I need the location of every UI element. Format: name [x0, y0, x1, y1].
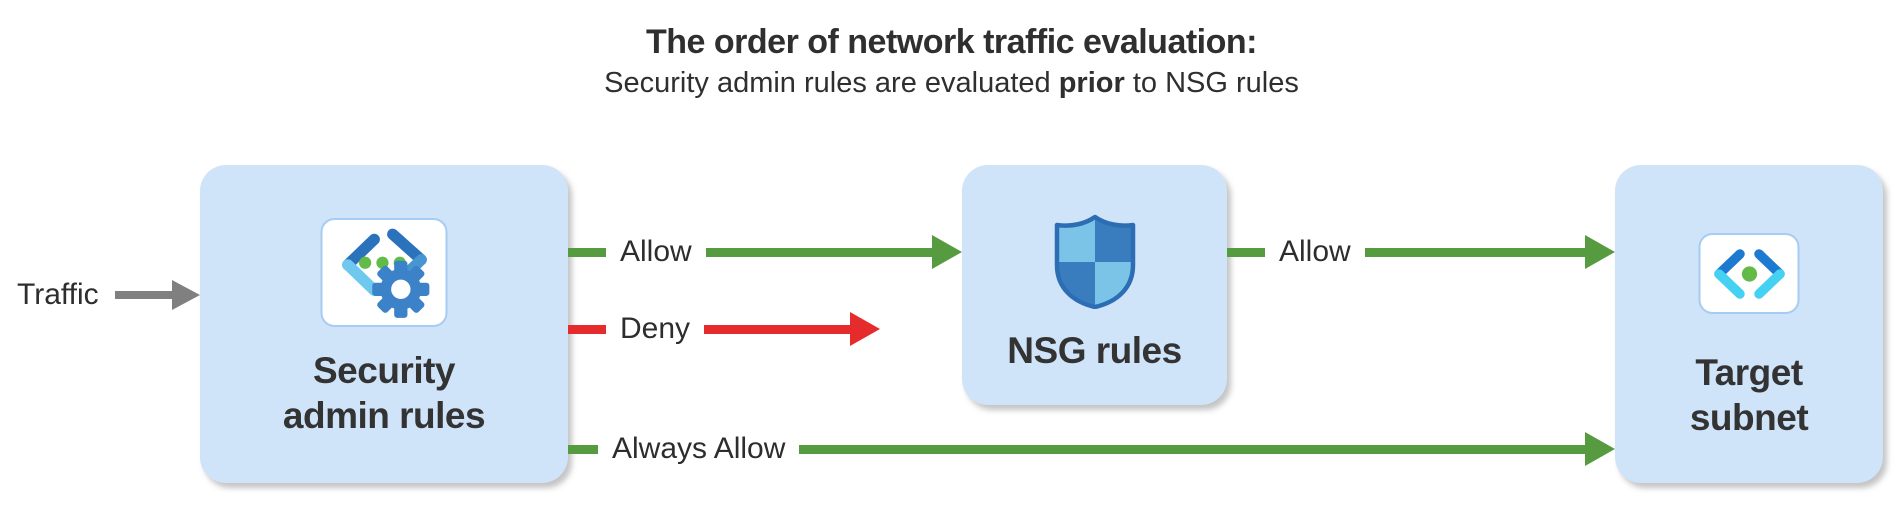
arrowhead-icon — [1585, 432, 1615, 466]
diagram-title: The order of network traffic evaluation: — [646, 23, 1257, 61]
arrowhead-icon — [932, 235, 962, 269]
node-label-security-admin-rules: Security admin rules — [200, 348, 568, 438]
node-label-line: Target — [1695, 352, 1803, 393]
arrow-label-deny: Deny — [620, 312, 691, 345]
always-allow-arrow: Always Allow — [568, 427, 1615, 471]
node-label-line: subnet — [1689, 397, 1809, 438]
nsg-shield-icon — [1051, 213, 1139, 310]
arrow-shaft — [704, 324, 850, 334]
traffic-arrow-shaft — [114, 291, 172, 299]
allow-arrow-to-nsg: Allow — [568, 230, 962, 274]
arrowhead-icon — [1585, 235, 1615, 269]
node-label-target-subnet: Target subnet — [1615, 350, 1883, 440]
subtitle-text-after: to NSG rules — [1124, 67, 1299, 99]
node-nsg-rules: NSG rules — [962, 165, 1227, 405]
subtitle-text-before: Security admin rules are evaluated — [604, 67, 1059, 99]
subtitle-emphasis: prior — [1058, 67, 1125, 99]
arrow-stub — [1227, 247, 1265, 257]
arrow-stub — [568, 247, 606, 257]
arrowhead-icon — [172, 280, 200, 310]
node-label-line: admin rules — [282, 395, 486, 436]
arrow-label-allow: Allow — [620, 235, 692, 268]
arrow-stub — [568, 324, 606, 334]
arrow-shaft — [1364, 247, 1585, 257]
security-admin-icon-tile — [320, 218, 448, 327]
diagram-subtitle: Security admin rules are evaluated prior… — [0, 64, 1903, 102]
arrow-stub — [568, 444, 598, 454]
deny-arrow: Deny — [568, 307, 880, 351]
arrowhead-icon — [850, 312, 880, 346]
arrow-label-allow: Allow — [1279, 235, 1351, 268]
node-label-nsg-rules: NSG rules — [1007, 330, 1182, 371]
arrow-shaft — [705, 247, 932, 257]
target-subnet-icon-tile — [1698, 233, 1800, 314]
traffic-label: Traffic — [17, 278, 99, 311]
subnet-code-brackets-icon — [1713, 248, 1785, 299]
arrow-shaft — [799, 444, 1585, 454]
node-target-subnet: Target subnet — [1615, 165, 1883, 483]
allow-arrow-to-target: Allow — [1227, 230, 1615, 274]
node-label-line: Security — [312, 350, 456, 391]
node-security-admin-rules: Security admin rules — [200, 165, 568, 483]
network-manager-gear-icon — [341, 228, 429, 318]
arrow-label-always-allow: Always Allow — [612, 432, 786, 465]
traffic-arrow: Traffic — [17, 273, 200, 317]
